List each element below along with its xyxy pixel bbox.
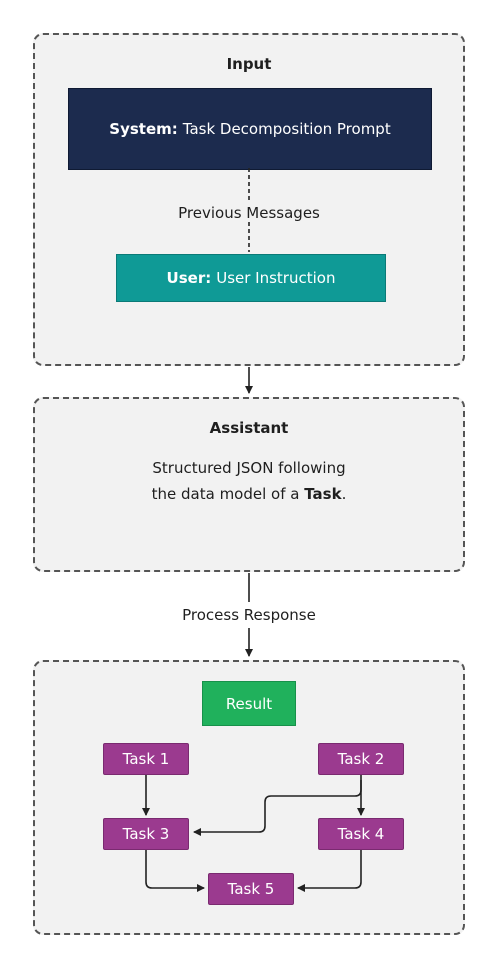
input-panel: Input System: Task Decomposition Prompt … bbox=[33, 33, 465, 366]
assistant-panel: Assistant Structured JSON following the … bbox=[33, 397, 465, 572]
assistant-desc-suffix: . bbox=[341, 485, 347, 503]
user-prefix: User: bbox=[166, 269, 212, 287]
assistant-description: Structured JSON following the data model… bbox=[35, 455, 463, 507]
arrow-task4-to-task5 bbox=[297, 849, 362, 892]
task-1-box: Task 1 bbox=[103, 743, 189, 775]
previous-messages-label: Previous Messages bbox=[178, 204, 320, 222]
user-message-box: User: User Instruction bbox=[116, 254, 386, 302]
system-text: Task Decomposition Prompt bbox=[182, 120, 391, 138]
arrow-task2-to-task3 bbox=[193, 780, 362, 836]
input-title: Input bbox=[226, 55, 272, 73]
task-4-box: Task 4 bbox=[318, 818, 404, 850]
assistant-desc-line2: the data model of a Task. bbox=[35, 481, 463, 507]
task-3-box: Task 3 bbox=[103, 818, 189, 850]
task-2-box: Task 2 bbox=[318, 743, 404, 775]
user-text: User Instruction bbox=[216, 269, 336, 287]
assistant-title: Assistant bbox=[209, 419, 289, 437]
result-box: Result bbox=[202, 681, 296, 726]
assistant-desc-prefix: the data model of a bbox=[151, 485, 300, 503]
assistant-desc-task: Task bbox=[304, 485, 342, 503]
system-prefix: System: bbox=[109, 120, 178, 138]
system-message-box: System: Task Decomposition Prompt bbox=[68, 88, 432, 170]
arrow-task3-to-task5 bbox=[145, 849, 205, 892]
task-5-box: Task 5 bbox=[208, 873, 294, 905]
process-response-label: Process Response bbox=[0, 605, 498, 625]
assistant-desc-line1: Structured JSON following bbox=[152, 459, 346, 477]
